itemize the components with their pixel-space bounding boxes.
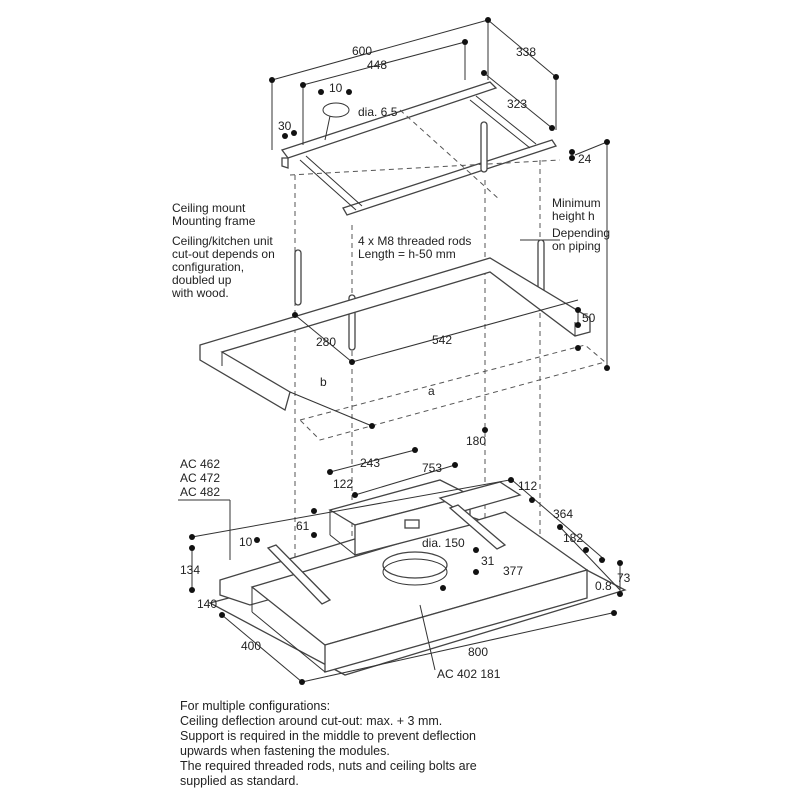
dim-400: 400 [241,639,261,653]
note-line: The required threaded rods, nuts and cei… [180,759,477,773]
dim-a: a [428,384,435,398]
dim-dia-6-5: dia. 6.5 [358,105,398,119]
dim-182: 182 [563,531,583,545]
top-frame-dimensions: 600 448 338 10 dia. 6.5 323 30 24 [278,44,592,166]
dim-10-hood: 10 [239,535,253,549]
label-cutout-4: doubled up [172,273,232,287]
model-ac-462: AC 462 [180,457,220,471]
dim-61: 61 [296,519,310,533]
label-mounting-frame: Mounting frame [172,214,256,228]
hood-dimension-lines [178,427,623,685]
cutout-frame [199,257,607,441]
right-labels: Minimum height h Depending on piping [552,196,610,253]
dim-30: 30 [278,119,292,133]
hood-unit [208,479,627,676]
dim-338: 338 [516,45,536,59]
dim-10: 10 [329,81,343,95]
dim-dia-150: dia. 150 [422,536,465,550]
label-cutout-5: with wood. [171,286,229,300]
dim-243: 243 [360,456,380,470]
note-line: upwards when fastening the modules. [180,744,390,758]
dim-364: 364 [553,507,573,521]
model-ac-482: AC 482 [180,485,220,499]
top-dimension-lines [269,17,610,371]
model-ac-472: AC 472 [180,471,220,485]
dim-180: 180 [466,434,486,448]
label-rod-length: Length = h-50 mm [358,247,456,261]
dim-140: 140 [197,597,217,611]
note-line: For multiple configurations: [180,699,331,713]
dim-0-8: 0.8 [595,579,612,593]
rod-labels: 4 x M8 threaded rods Length = h-50 mm [358,234,471,261]
dim-b: b [320,375,327,389]
dim-280: 280 [316,335,336,349]
label-threaded-rods: 4 x M8 threaded rods [358,234,471,248]
note-line: Support is required in the middle to pre… [180,729,477,743]
label-ceiling-mount: Ceiling mount [172,201,246,215]
dim-448: 448 [367,58,387,72]
installation-notes: For multiple configurations: Ceiling def… [180,699,477,789]
mounting-frame [280,81,561,216]
label-on-piping: on piping [552,239,601,253]
dim-50: 50 [582,311,596,325]
hood-labels: AC 462 AC 472 AC 482 180 243 753 122 112… [180,434,631,681]
dim-377: 377 [503,564,523,578]
left-labels: Ceiling mount Mounting frame Ceiling/kit… [171,201,275,300]
note-line: Ceiling deflection around cut-out: max. … [180,714,443,728]
dim-73: 73 [617,571,631,585]
note-line: supplied as standard. [180,774,299,788]
label-cutout-1: Ceiling/kitchen unit [172,234,273,248]
dim-753: 753 [422,461,442,475]
dim-323: 323 [507,97,527,111]
model-ac-402-181: AC 402 181 [437,667,501,681]
dim-600: 600 [352,44,372,58]
dim-31: 31 [481,554,495,568]
label-cutout-2: cut-out depends on [172,247,275,261]
dim-112: 112 [518,479,537,493]
dim-800: 800 [468,645,488,659]
label-minimum: Minimum [552,196,601,210]
label-cutout-3: configuration, [172,260,244,274]
label-height-h: height h [552,209,595,223]
dim-134: 134 [180,563,200,577]
dim-542: 542 [432,333,452,347]
label-depending: Depending [552,226,610,240]
cutout-dimensions: 50 280 542 b a [316,311,596,398]
dim-122: 122 [333,477,353,491]
dim-24: 24 [578,152,592,166]
